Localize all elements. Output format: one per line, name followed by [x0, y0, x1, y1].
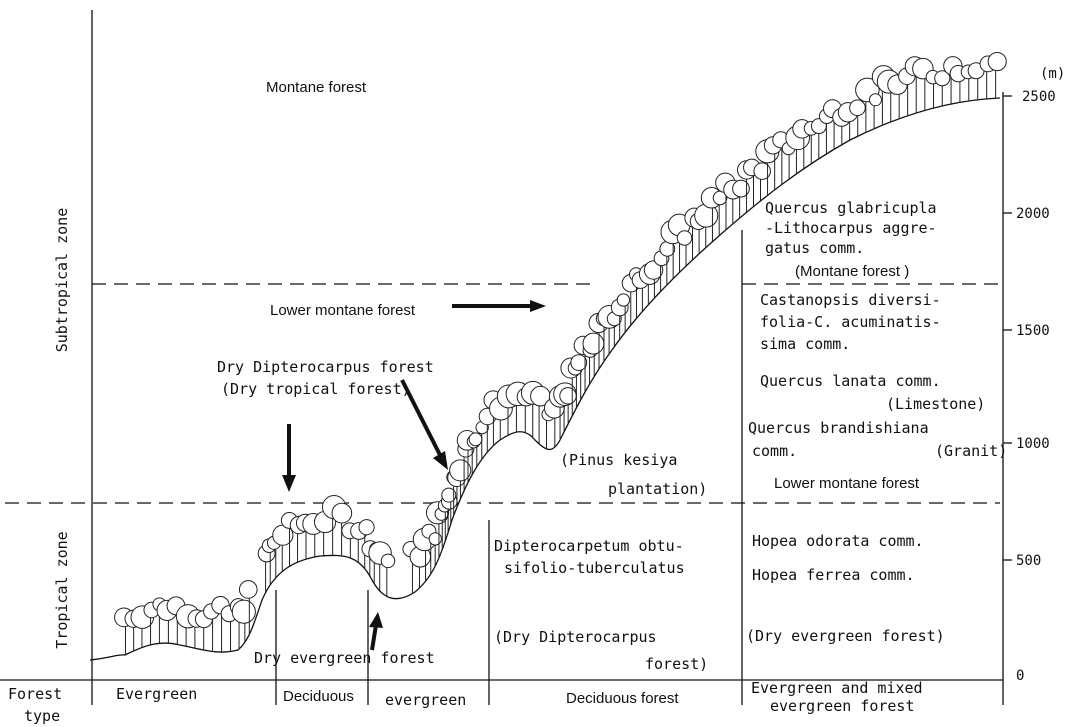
forest-type-deciduous-forest: Deciduous forest [566, 690, 679, 707]
dry-dipt-forest-label-1: (Dry Dipterocarpus [494, 628, 657, 646]
dipterocarpetum-label-1: Dipterocarpetum obtu- [494, 537, 684, 555]
quercus-lanata: Quercus lanata comm. [760, 372, 941, 390]
altitude-tick-500: 500 [1016, 553, 1041, 569]
granit-label: (Granit) [935, 442, 1007, 460]
altitude-unit: (m) [1040, 66, 1065, 82]
castanopsis-2: folia-C. acuminatis- [760, 313, 941, 331]
tree-icon [232, 600, 255, 642]
arrow-down-dry-dipt-icon [282, 424, 296, 492]
forest-type-label-2: type [24, 707, 60, 725]
tree-icon [988, 52, 1006, 98]
altitude-tick-1000: 1000 [1016, 436, 1050, 452]
arrow-lower-montane-icon [452, 300, 546, 312]
altitude-tick-2500: 2500 [1022, 89, 1056, 105]
forest-type-label-1: Forest [8, 685, 62, 703]
tree-icon [410, 547, 430, 588]
castanopsis-3: sima comm. [760, 335, 850, 353]
montane-forest-paren: (Montane forest ) [795, 263, 909, 280]
tree-icon [381, 554, 395, 596]
quercus-glabricupla-1: Quercus glabricupla [765, 199, 937, 217]
quercus-glabricupla-2: -Lithocarpus aggre- [765, 219, 937, 237]
limestone-label: (Limestone) [886, 395, 985, 413]
dry-evergreen-forest-paren: (Dry evergreen forest) [746, 627, 945, 645]
quercus-brandishiana-2: comm. [752, 442, 797, 460]
tree-icon [811, 119, 826, 159]
tropical-zone-label: Tropical zone [53, 531, 71, 648]
altitude-tick-1500: 1500 [1016, 323, 1050, 339]
lower-montane-forest-right: Lower montane forest [774, 475, 920, 492]
dry-dipterocarpus-label-1: Dry Dipterocarpus forest [217, 358, 434, 376]
hopea-odorata: Hopea odorata comm. [752, 532, 924, 550]
forest-type-evergreen: Evergreen [116, 685, 197, 703]
montane-forest-label: Montane forest [266, 79, 367, 96]
forest-type-deciduous: Deciduous [283, 688, 354, 705]
altitude-tick-2000: 2000 [1016, 206, 1050, 222]
dipterocarpetum-label-2: sifolio-tuberculatus [504, 559, 685, 577]
tree-icon [935, 71, 950, 106]
quercus-glabricupla-3: gatus comm. [765, 239, 864, 257]
lower-montane-forest-label: Lower montane forest [270, 302, 416, 319]
forest-type-evergreen-mixed-2: evergreen forest [770, 697, 915, 715]
tree-icon [212, 596, 229, 652]
tree-icon [869, 94, 881, 129]
forest-type-evergreen-lower: evergreen [385, 691, 466, 709]
arrow-up-dry-evergreen-icon [369, 612, 383, 650]
castanopsis-1: Castanopsis diversi- [760, 291, 941, 309]
hopea-ferrea: Hopea ferrea comm. [752, 566, 915, 584]
altitude-tick-0: 0 [1016, 668, 1024, 684]
dry-dipt-forest-label-2: forest) [645, 655, 708, 673]
pinus-kesiya-label-1: (Pinus kesiya [560, 451, 677, 469]
quercus-brandishiana-1: Quercus brandishiana [748, 419, 929, 437]
altitude-ticks [1003, 96, 1012, 560]
dry-dipterocarpus-label-2: (Dry tropical forest) [221, 380, 411, 398]
forest-type-evergreen-mixed-1: Evergreen and mixed [751, 679, 923, 697]
dry-evergreen-forest-label: Dry evergreen forest [254, 649, 435, 667]
pinus-kesiya-label-2: plantation) [608, 480, 707, 498]
subtropical-zone-label: Subtropical zone [53, 208, 71, 353]
